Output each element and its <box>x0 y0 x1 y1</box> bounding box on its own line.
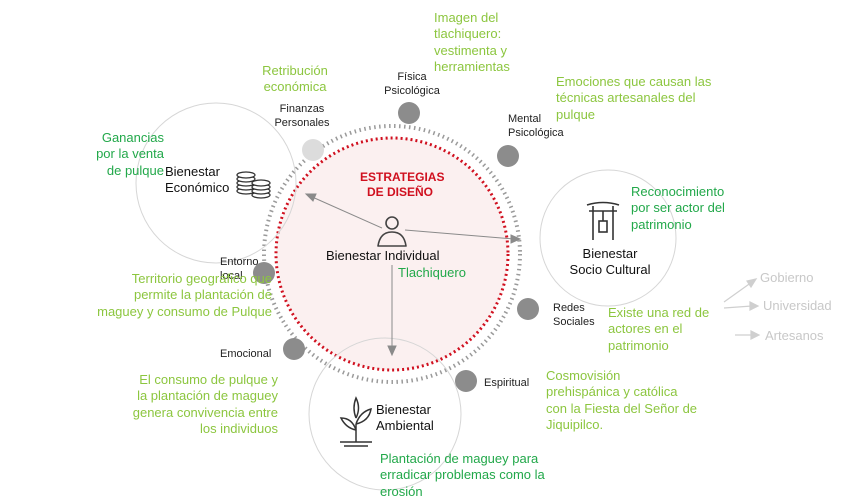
node-mental-label: Mental Psicológica <box>508 113 564 139</box>
outer-ring <box>262 124 522 384</box>
arrow-head-sociocultural <box>510 234 522 244</box>
node-fisica <box>398 102 420 124</box>
actor-artesanos: Artesanos <box>765 328 824 343</box>
hub-ambiental-circle <box>308 337 462 491</box>
note-ganancias: Ganancias por la venta de pulque <box>96 130 164 178</box>
node-espiritual-label: Espiritual <box>484 377 530 389</box>
arrow-head-ambiental <box>387 345 397 357</box>
node-entorno <box>253 262 275 284</box>
note-plantacion: Plantación de maguey para erradicar prob… <box>380 451 545 499</box>
arrow-to-economico <box>309 195 383 229</box>
note-territorio: Territorio geográfico que permite la pla… <box>97 271 272 319</box>
node-redes <box>517 298 539 320</box>
hub-sociocultural-circle <box>539 169 677 307</box>
hub-ambiental-label: Bienestar Ambiental <box>376 402 434 434</box>
center-label: Bienestar Individual <box>326 248 440 263</box>
note-cosmovision: Cosmovisión prehispánica y católica con … <box>546 368 698 432</box>
coins-icon <box>236 171 271 199</box>
arrow-to-sociocultural <box>404 229 515 240</box>
node-emocional <box>283 338 305 360</box>
note-reconocimiento: Reconocimiento por ser actor del patrimo… <box>631 184 725 232</box>
torii-gate-icon <box>586 201 620 240</box>
hub-economico-circle <box>135 102 297 264</box>
actor-arrow-head-gobierno <box>746 278 758 289</box>
node-finanzas <box>302 139 324 161</box>
node-entorno-label: Entorno local <box>220 256 259 282</box>
hub-sociocultural-label: Bienestar Socio Cultural <box>569 246 651 278</box>
person-icon <box>377 216 407 247</box>
node-emocional-label: Emocional <box>220 348 272 360</box>
node-fisica-label: Física Psicológica <box>384 71 440 97</box>
center-area <box>276 138 508 370</box>
note-red: Existe una red de actores en el patrimon… <box>608 305 710 353</box>
arrow-head-economico <box>304 193 317 202</box>
actor-universidad: Universidad <box>763 298 832 313</box>
node-redes-label: Redes Sociales <box>553 302 595 328</box>
actor-arrow-head-universidad <box>749 301 760 311</box>
actor-arrow-universidad <box>723 305 753 309</box>
actor-gobierno: Gobierno <box>760 270 814 285</box>
node-espiritual <box>455 370 477 392</box>
hub-economico-label: Bienestar Económico <box>165 164 230 196</box>
note-emociones: Emociones que causan las técnicas artesa… <box>556 74 712 122</box>
inner-red-ring <box>274 136 510 372</box>
note-retribucion: Retribución económica <box>262 63 328 95</box>
plant-icon <box>339 396 372 447</box>
actor-arrow-head-artesanos <box>750 330 761 340</box>
center-sublabel: Tlachiquero <box>398 265 466 280</box>
actor-arrow-gobierno <box>723 281 753 303</box>
node-mental <box>497 145 519 167</box>
note-imagen: Imagen del tlachiquero: vestimenta y her… <box>434 10 510 74</box>
node-finanzas-label: Finanzas Personales <box>274 103 330 129</box>
center-title: ESTRATEGIAS DE DISEÑO <box>360 170 445 199</box>
note-consumo: El consumo de pulque y la plantación de … <box>132 372 278 436</box>
